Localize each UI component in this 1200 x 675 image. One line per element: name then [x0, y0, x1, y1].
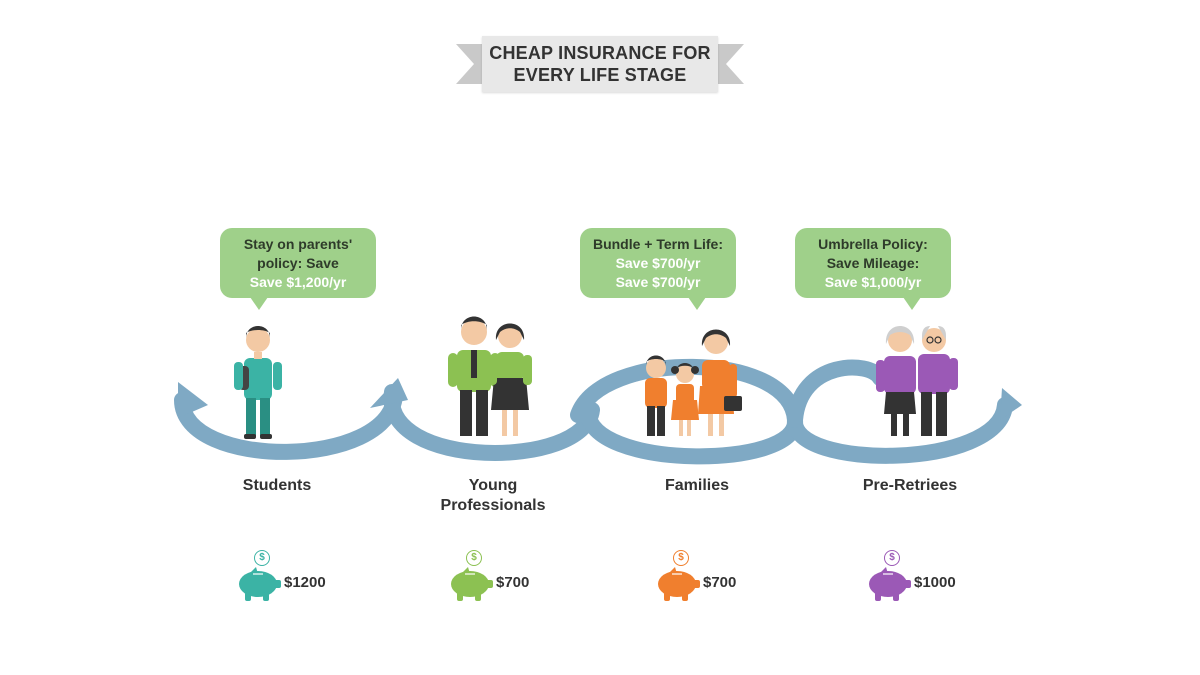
- man-figure: [448, 316, 500, 436]
- bubble-pre-retirees-line-3: Save $1,000/yr: [824, 273, 922, 290]
- stage-label-students: Students: [192, 476, 362, 496]
- coin-icon: $: [466, 550, 482, 566]
- path-arrowheads: [178, 378, 1022, 420]
- path-loop-2: [383, 384, 600, 461]
- mother-figure: [698, 329, 742, 436]
- student-figure: [234, 326, 282, 439]
- bubble-pre-retirees-line-1: Umbrella Policy:: [818, 235, 928, 252]
- title-banner: CHEAP INSURANCE FOR EVERY LIFE STAGE: [456, 36, 744, 92]
- speech-bubble-students: Stay on parents' policy: Save Save $1,20…: [220, 228, 376, 310]
- savings-amount: $700: [496, 574, 530, 591]
- path-loop-1: [174, 387, 403, 460]
- stage-label-young-professionals: Young Professionals: [408, 476, 578, 516]
- winding-path: [174, 358, 1013, 465]
- path-upper-arc-2: [787, 359, 888, 428]
- title-box: CHEAP INSURANCE FOR EVERY LIFE STAGE: [482, 36, 718, 92]
- piggy-bank-icon: [451, 567, 493, 601]
- savings-amount: $700: [703, 574, 737, 591]
- savings-amount: $1200: [284, 574, 326, 591]
- bubble-families-line-1: Bundle + Term Life:: [592, 235, 724, 252]
- savings-amount: $1000: [914, 574, 956, 591]
- piggy-bank-icon: [239, 567, 281, 601]
- title-line-2: EVERY LIFE STAGE: [513, 65, 687, 85]
- bubble-families-line-3: Save $700/yr: [615, 273, 701, 290]
- grandmother-figure: [876, 326, 916, 436]
- path-loop-4: [787, 397, 1013, 464]
- bubble-families-line-2: Save $700/yr: [615, 254, 701, 271]
- stage-label-line-1: Students: [242, 477, 312, 494]
- coin-icon: $: [673, 550, 689, 566]
- stage-label-line-2: Professionals: [440, 497, 546, 514]
- bubble-students-line-2: policy: Save: [257, 254, 339, 271]
- arrowhead-start: [178, 382, 208, 418]
- grandfather-figure: [918, 326, 958, 436]
- savings-families: $ $700: [655, 548, 775, 608]
- retiree-couple-figure: [876, 326, 958, 436]
- stage-label-line-1: Pre-Retriees: [862, 477, 958, 494]
- bubble-pre-retirees-line-2: Save Mileage:: [826, 254, 920, 271]
- arrowhead-4: [1000, 388, 1022, 420]
- piggy-bank-icon: [658, 567, 700, 601]
- couple-figure: [448, 316, 532, 436]
- savings-pre-retirees: $ $1000: [866, 548, 986, 608]
- boy-figure: [645, 355, 667, 436]
- bubble-students-line-3: Save $1,200/yr: [249, 273, 347, 290]
- arrowhead-1: [370, 378, 408, 408]
- stage-label-pre-retirees: Pre-Retriees: [825, 476, 995, 496]
- coin-icon: $: [254, 550, 270, 566]
- woman-figure: [488, 323, 532, 436]
- savings-students: $ $1200: [236, 548, 356, 608]
- coin-icon: $: [884, 550, 900, 566]
- piggy-bank-icon: [869, 567, 911, 601]
- girl-figure: [671, 363, 699, 436]
- speech-bubble-pre-retirees: Umbrella Policy: Save Mileage: Save $1,0…: [795, 228, 951, 310]
- speech-bubble-families: Bundle + Term Life: Save $700/yr Save $7…: [580, 228, 736, 310]
- title-line-1: CHEAP INSURANCE FOR: [489, 43, 711, 63]
- stage-label-families: Families: [612, 476, 782, 496]
- family-figure: [645, 329, 742, 436]
- bubble-students-line-1: Stay on parents': [243, 235, 353, 252]
- savings-young-professionals: $ $700: [448, 548, 568, 608]
- stage-label-line-1: Young: [468, 477, 518, 494]
- stage-label-line-1: Families: [664, 477, 730, 494]
